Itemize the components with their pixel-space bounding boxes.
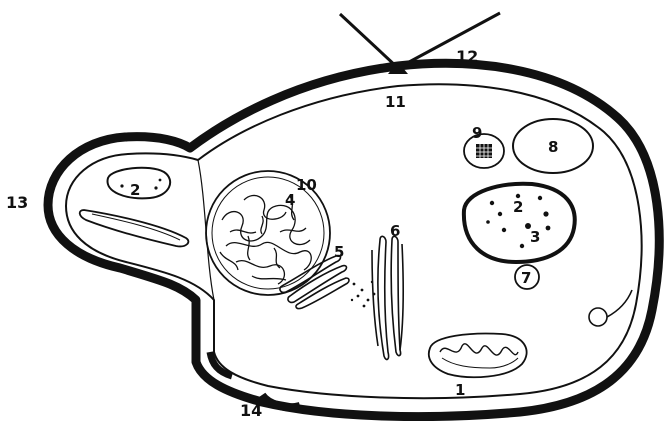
label-13: 13 bbox=[6, 193, 28, 212]
label-1: 1 bbox=[455, 381, 465, 399]
label-14: 14 bbox=[240, 401, 262, 420]
label-5: 5 bbox=[334, 243, 344, 261]
label-12: 12 bbox=[456, 47, 478, 66]
storage-granule bbox=[464, 134, 504, 168]
label-11: 11 bbox=[385, 93, 406, 111]
membrane-invagination bbox=[589, 290, 632, 326]
label-2-bud: 2 bbox=[130, 181, 140, 199]
label-9: 9 bbox=[472, 124, 482, 142]
mitochondrion bbox=[429, 334, 527, 378]
label-3: 3 bbox=[530, 228, 540, 246]
labels: 1 2 2 3 4 5 6 7 8 9 10 11 12 13 14 bbox=[6, 47, 558, 420]
chromatin bbox=[220, 195, 311, 284]
vesicles bbox=[351, 281, 376, 308]
label-7: 7 bbox=[521, 269, 531, 287]
label-6: 6 bbox=[390, 222, 400, 240]
label-10: 10 bbox=[296, 176, 317, 194]
label-2-vacuole: 2 bbox=[513, 198, 523, 216]
endoplasmic-reticulum bbox=[372, 236, 403, 359]
label-4: 4 bbox=[285, 191, 295, 209]
bud-endoplasmic-reticulum bbox=[80, 210, 189, 246]
label-8: 8 bbox=[548, 138, 558, 156]
large-vacuole bbox=[464, 184, 575, 262]
